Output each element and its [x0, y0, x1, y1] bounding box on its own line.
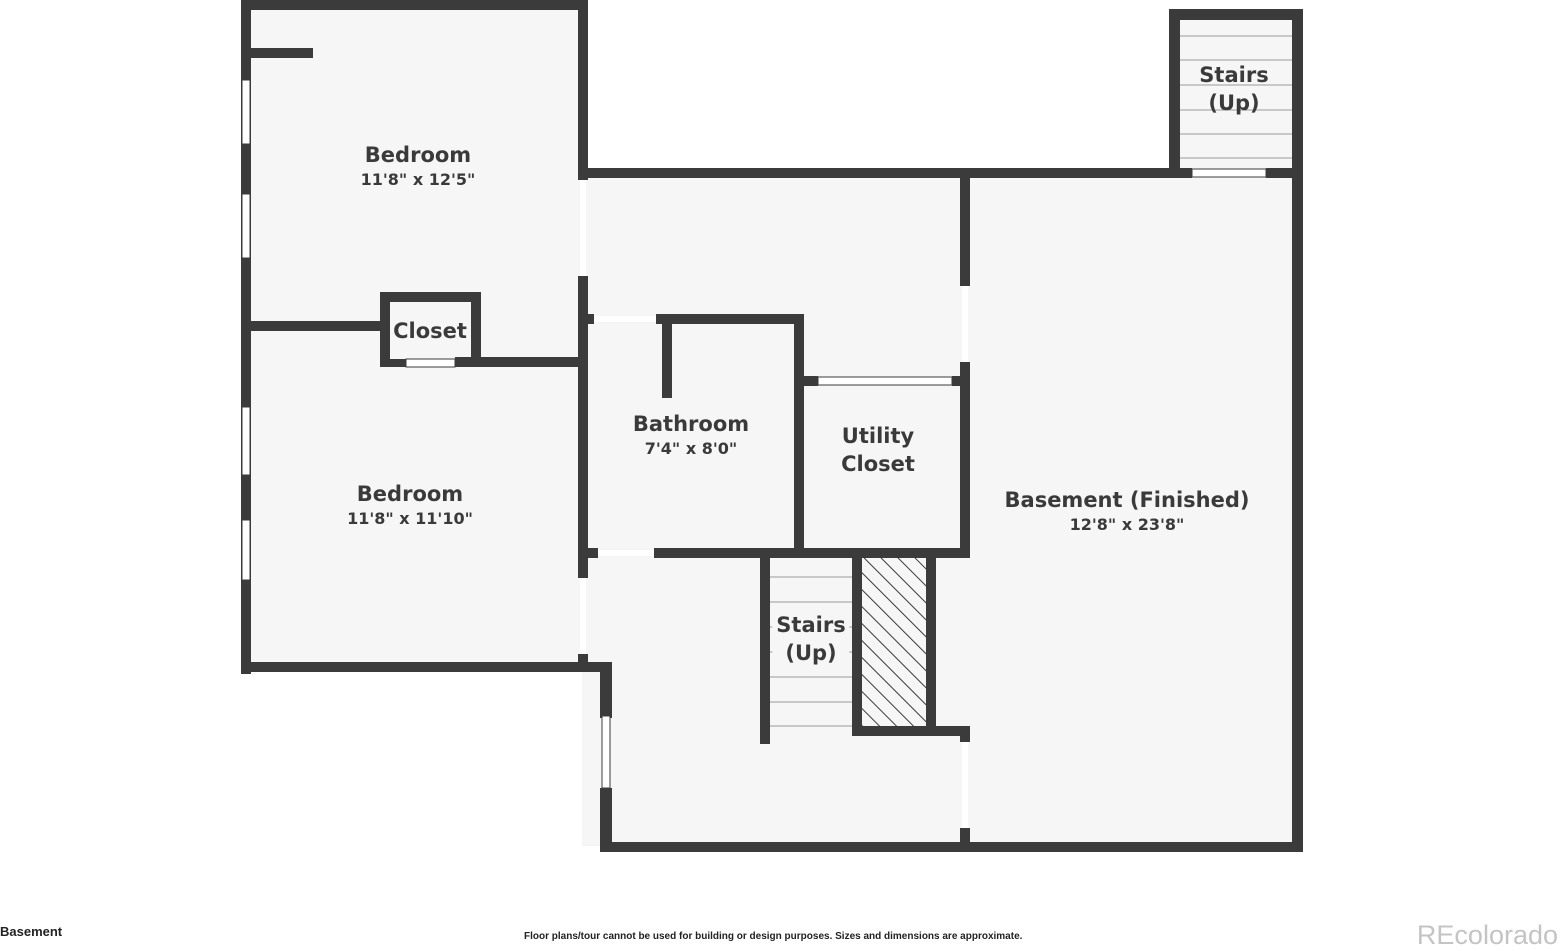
room-dimensions: 11'8" x 12'5"	[360, 170, 476, 189]
watermark-logo: REcolorado	[1416, 920, 1558, 950]
stairs-middle-label: Stairs (Up)	[772, 611, 850, 667]
floor-name: Basement	[0, 924, 63, 939]
stairs-top-label: Stairs (Up)	[1199, 61, 1268, 117]
room-utility-closet: Utility Closet	[841, 422, 915, 478]
room-basement: Basement (Finished) 12'8" x 23'8"	[1005, 486, 1250, 536]
stairs-top-treads	[1180, 35, 1292, 159]
room-bedroom-bottom: Bedroom 11'8" x 11'10"	[347, 480, 473, 530]
room-name: Closet	[393, 319, 467, 343]
room-bedroom-top: Bedroom 11'8" x 12'5"	[361, 141, 476, 191]
floor-areas	[246, 5, 1298, 846]
stairs-name-line1: Stairs	[1199, 63, 1269, 87]
walls	[241, 0, 1303, 852]
openings	[241, 79, 1267, 789]
room-dimensions: 11'8" x 11'10"	[347, 509, 473, 528]
door-openings	[580, 180, 968, 828]
room-name: Basement (Finished)	[1004, 488, 1250, 512]
room-name: Bedroom	[356, 482, 464, 506]
disclaimer-text: Floor plans/tour cannot be used for buil…	[524, 931, 1023, 942]
room-name-line1: Utility	[841, 424, 915, 448]
room-closet: Closet	[393, 317, 467, 345]
stairs-name-line1: Stairs	[776, 613, 846, 637]
stairs-name-line2: (Up)	[1208, 91, 1260, 115]
hatched-void	[860, 556, 928, 728]
room-name-line2: Closet	[841, 452, 915, 476]
room-name: Bathroom	[632, 412, 750, 436]
stairs-name-line2: (Up)	[785, 641, 837, 665]
room-bathroom: Bathroom 7'4" x 8'0"	[633, 410, 749, 460]
room-dimensions: 7'4" x 8'0"	[644, 439, 738, 458]
room-name: Bedroom	[364, 143, 472, 167]
room-dimensions: 12'8" x 23'8"	[1069, 515, 1185, 534]
